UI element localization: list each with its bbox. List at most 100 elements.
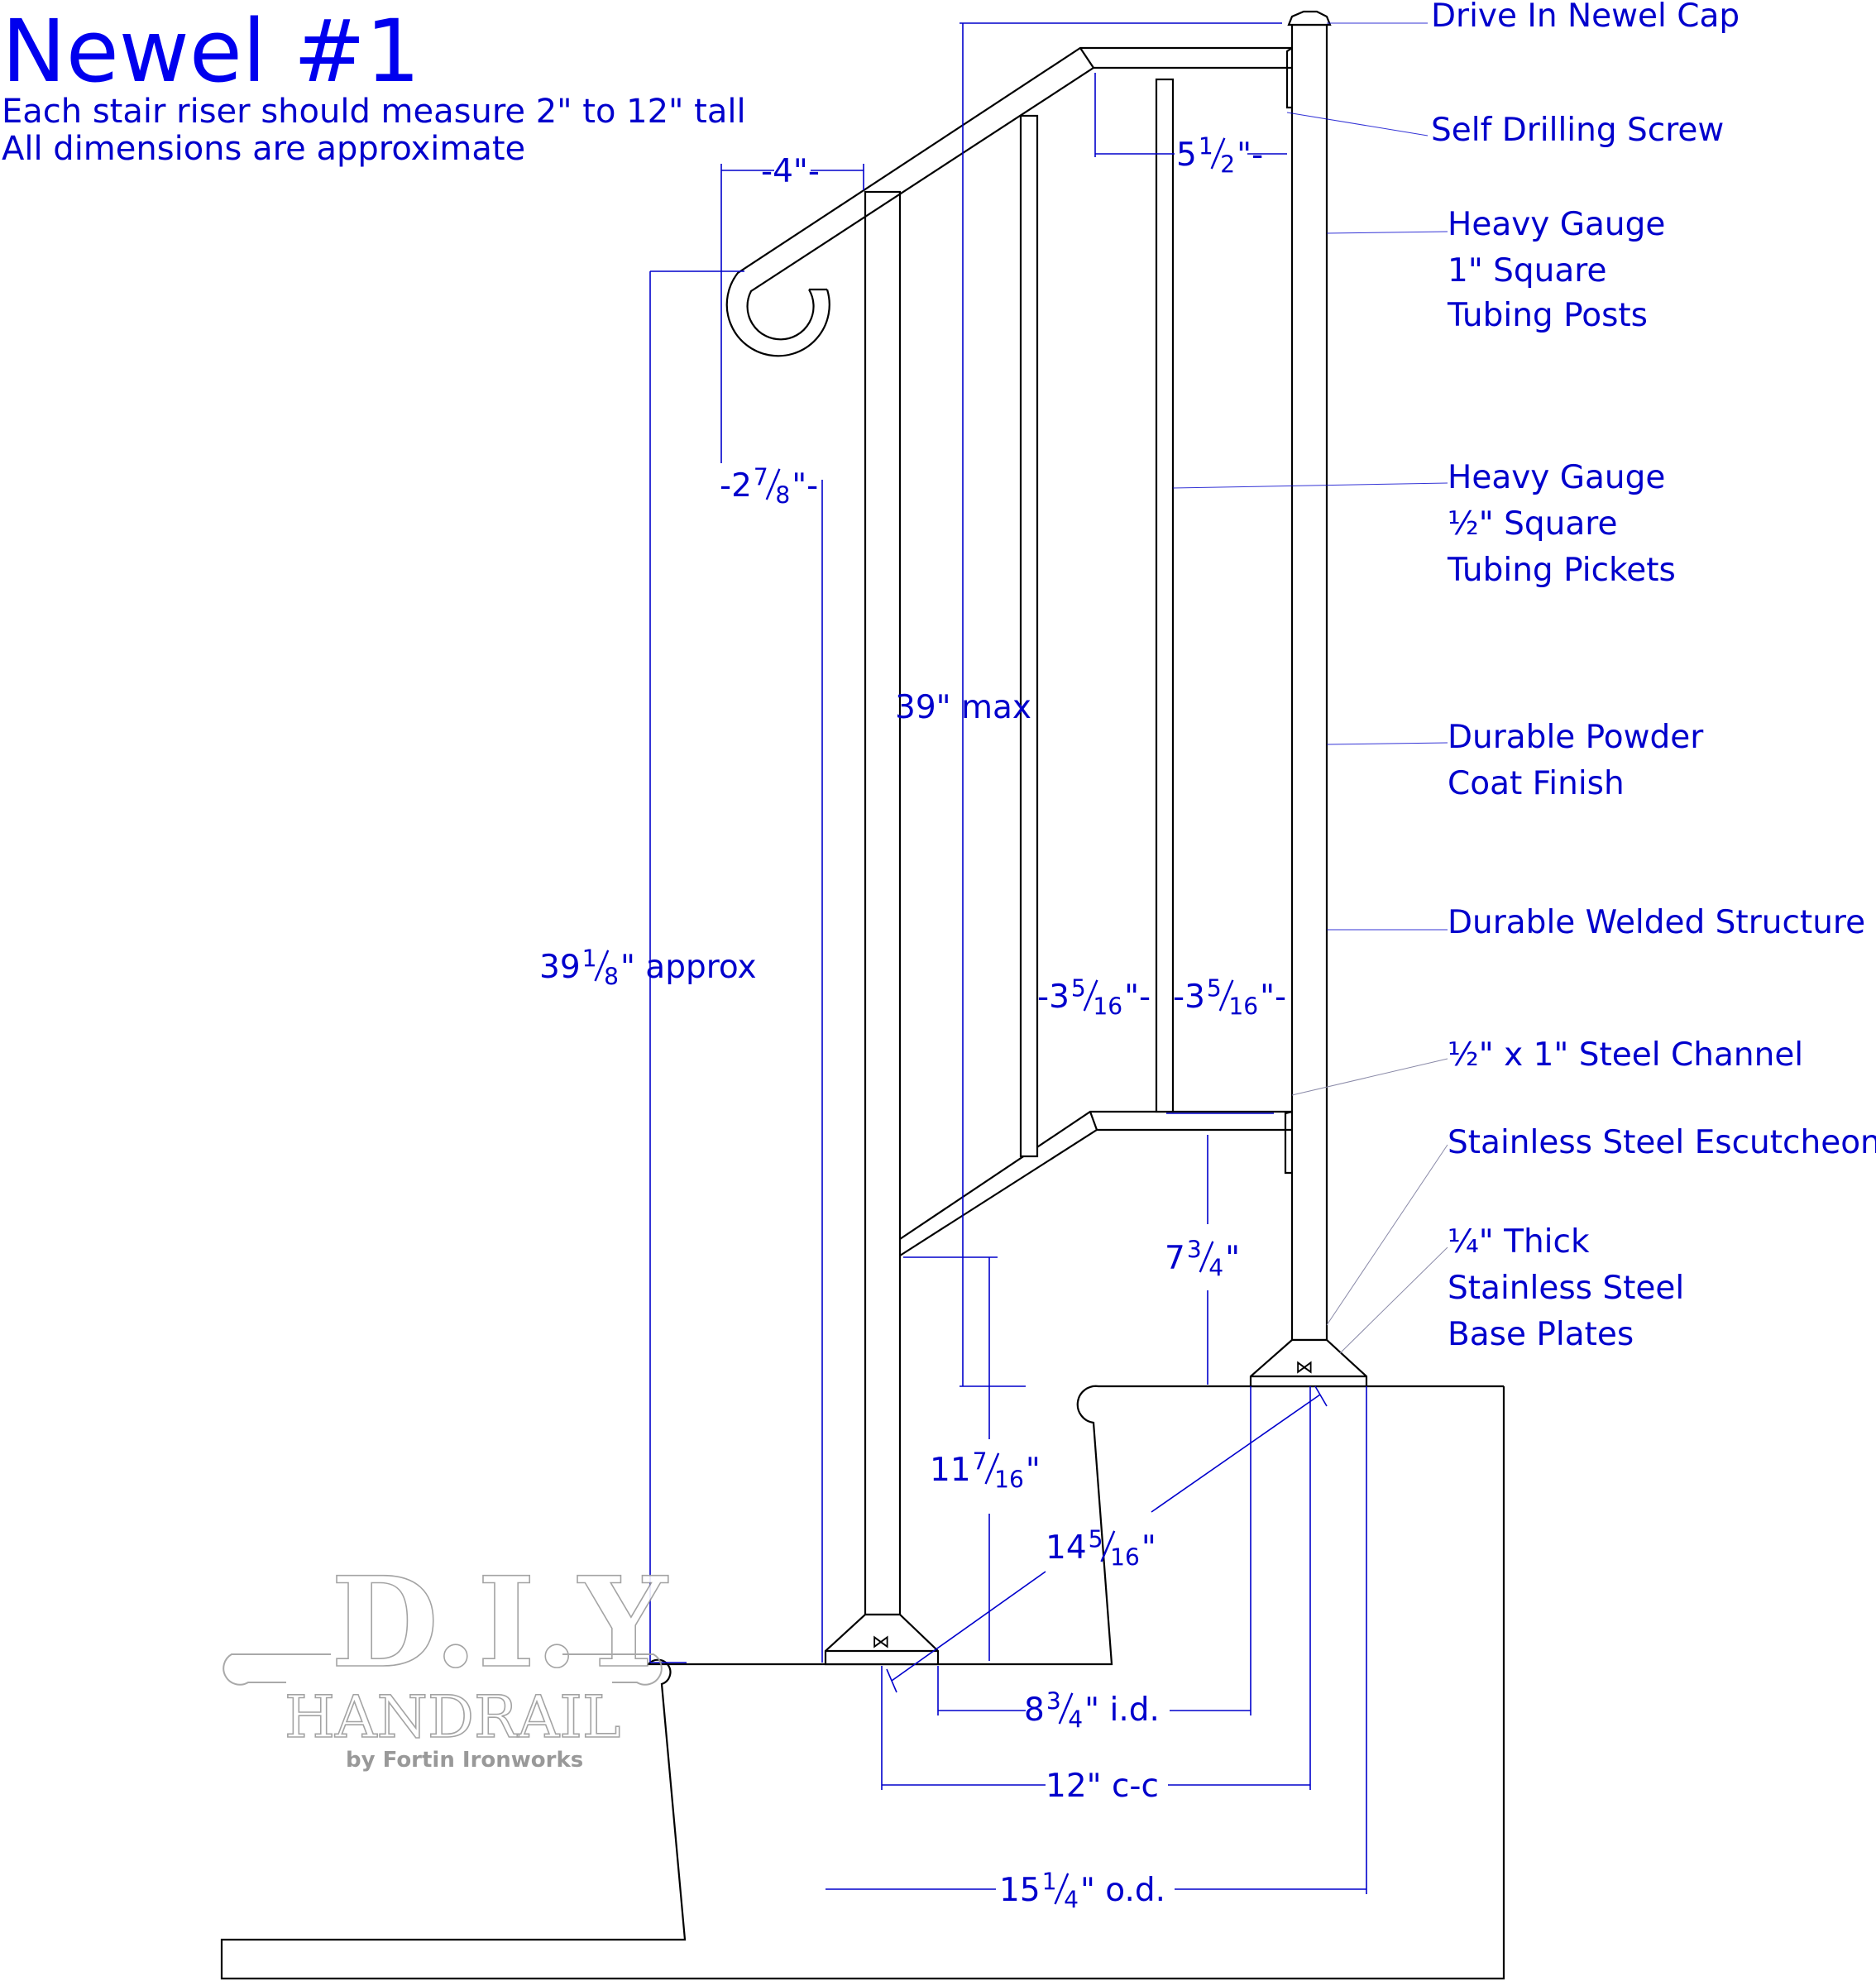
upper-step-nose [826, 1385, 1504, 1666]
frac-tail: " [1141, 1529, 1156, 1567]
frac-bar [1218, 979, 1234, 1012]
diy-handrail-logo: D.I.Y HANDRAIL by Fortin Ironworks [223, 1549, 669, 1773]
frac-bar [1058, 1692, 1074, 1725]
frac-num: 3 [1046, 1687, 1061, 1715]
frac-bar [1199, 1241, 1214, 1273]
bottom-rail [899, 1110, 1292, 1256]
frac-num: 3 [1187, 1236, 1202, 1263]
frac-num: 5 [1207, 974, 1222, 1002]
plates-label-2: Stainless Steel [1448, 1270, 1684, 1307]
frac-den: 8 [775, 482, 790, 510]
frac-whole: 39 [539, 949, 581, 986]
upper-step [220, 1386, 1505, 1980]
left-post [864, 190, 902, 1616]
frac-tail: " [1026, 1452, 1041, 1489]
pickets-label-3: Tubing Pickets [1447, 552, 1676, 589]
posts-label-3: Tubing Posts [1447, 297, 1648, 334]
newel-cap-icon [1287, 10, 1332, 26]
logo-scroll-right [562, 1653, 663, 1686]
frac-whole: 15 [999, 1872, 1041, 1909]
pickets-label-2: ½" Square [1448, 505, 1617, 543]
frac-num: 5 [1071, 974, 1086, 1002]
top-rail [725, 46, 1292, 357]
frac-tail: " o.d. [1080, 1872, 1165, 1909]
frac-num: 7 [754, 463, 768, 490]
pickets-label-1: Heavy Gauge [1448, 459, 1665, 496]
page-title: Newel #1 [2, 1, 420, 102]
cap-label: Drive In Newel Cap [1431, 0, 1740, 35]
frac-den: 16 [1093, 993, 1122, 1021]
frac-num: 5 [1089, 1525, 1103, 1553]
frac-bar [1210, 137, 1226, 170]
frac-tail: " i.d. [1084, 1692, 1160, 1729]
right-screw-icon: ⋈ [1295, 1357, 1314, 1378]
callout-labels: Drive In Newel Cap Self Drilling Screw H… [1431, 0, 1876, 1353]
plates-label-3: Base Plates [1448, 1316, 1634, 1353]
frac-bar [1054, 1873, 1070, 1905]
finish-label-1: Durable Powder [1448, 719, 1704, 756]
frac-den: 16 [1110, 1544, 1140, 1572]
dimension-lines [649, 22, 1367, 1894]
escutcheon-label: Stainless Steel Escutcheon [1448, 1124, 1876, 1161]
logo-scroll-left [223, 1653, 331, 1686]
finish-label-2: Coat Finish [1448, 765, 1625, 802]
frac-tail: "- [1260, 979, 1286, 1016]
frac-den: 8 [604, 964, 619, 991]
frac-den: 16 [1228, 993, 1258, 1021]
frac-den: 4 [1064, 1887, 1079, 1914]
picket-2 [1155, 78, 1175, 1113]
frac-whole: -2 [720, 467, 752, 505]
frac-den: 2 [1220, 151, 1235, 179]
frac-whole: -3 [1037, 979, 1070, 1016]
frac-whole: -3 [1173, 979, 1205, 1016]
plates-label-1: ¼" Thick [1448, 1223, 1590, 1261]
callout-leaders [1172, 22, 1448, 1354]
approx-note: All dimensions are approximate [2, 130, 525, 168]
header: Newel #1 Each stair riser should measure… [2, 1, 746, 168]
frac-den: 4 [1208, 1255, 1223, 1282]
frac-num: 7 [973, 1447, 988, 1475]
dim-max-height: 39" max [895, 689, 1031, 726]
dim-center: 12" c-c [1046, 1768, 1159, 1805]
frac-tail: "- [1237, 136, 1263, 174]
top-channel [1285, 47, 1293, 109]
frac-num: 1 [1042, 1868, 1057, 1895]
frac-whole: 11 [930, 1452, 971, 1489]
stair-steps [220, 1385, 1505, 1980]
screw-label: Self Drilling Screw [1431, 112, 1724, 149]
bottom-channel [1284, 1110, 1293, 1175]
frac-bar [594, 950, 610, 982]
channel-label: ½" x 1" Steel Channel [1448, 1036, 1803, 1074]
frac-bar [765, 468, 781, 500]
left-screw-icon: ⋈ [872, 1632, 890, 1653]
frac-bar [1100, 1530, 1116, 1562]
frac-whole: 7 [1165, 1240, 1185, 1277]
logo-word: HANDRAIL [285, 1683, 620, 1751]
dim-scroll-width: -4"- [761, 153, 820, 190]
posts-label-1: Heavy Gauge [1448, 206, 1665, 243]
frac-bar [984, 1452, 1000, 1485]
frac-tail: " [1225, 1240, 1240, 1277]
picket-1 [1019, 114, 1039, 1158]
right-post [1290, 23, 1328, 1342]
frac-den: 4 [1068, 1706, 1083, 1734]
frac-tail: " approx [620, 949, 757, 986]
frac-bar [1083, 979, 1098, 1012]
frac-den: 16 [994, 1467, 1024, 1494]
frac-whole: 5 [1176, 136, 1197, 174]
frac-num: 1 [582, 945, 597, 972]
railing: ⋈ ⋈ [725, 10, 1368, 1666]
posts-label-2: 1" Square [1448, 252, 1606, 289]
